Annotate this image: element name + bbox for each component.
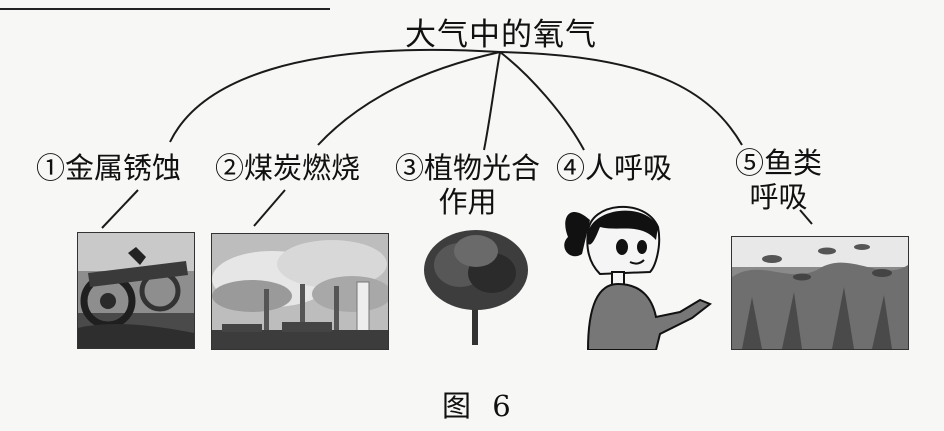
label-metal-rusting: ①金属锈蚀	[36, 151, 182, 185]
diagram-title: 大气中的氧气	[405, 17, 597, 53]
label-photosynthesis-line2: 作用	[438, 185, 497, 219]
label-fish-line2: 呼吸	[749, 180, 808, 214]
girl-breathing-icon	[560, 192, 712, 351]
rusty-machine-photo	[77, 232, 195, 349]
fish-underwater-photo	[731, 236, 909, 350]
label-fish-breathing: ⑤鱼类 呼吸	[735, 146, 822, 214]
leader-line-coal	[253, 189, 286, 227]
tree-icon	[420, 225, 532, 347]
branch-line-plant	[483, 51, 501, 151]
label-human-breathing: ④人呼吸	[556, 151, 673, 185]
label-photosynthesis: ③植物光合 作用	[395, 151, 540, 219]
leader-line-metal	[101, 189, 139, 229]
label-photosynthesis-line1: ③植物光合	[395, 151, 541, 185]
factory-smoke-photo	[211, 233, 389, 350]
branch-line-coal	[317, 51, 501, 146]
branch-line-metal	[169, 48, 501, 143]
top-rule	[0, 8, 330, 10]
label-coal-burning: ②煤炭燃烧	[215, 151, 361, 185]
branch-line-fish	[499, 51, 743, 146]
leader-line-fish	[799, 209, 813, 225]
label-fish-line1: ⑤鱼类	[735, 146, 823, 180]
branch-line-human	[499, 51, 585, 151]
figure-caption: 图 6	[442, 389, 517, 423]
